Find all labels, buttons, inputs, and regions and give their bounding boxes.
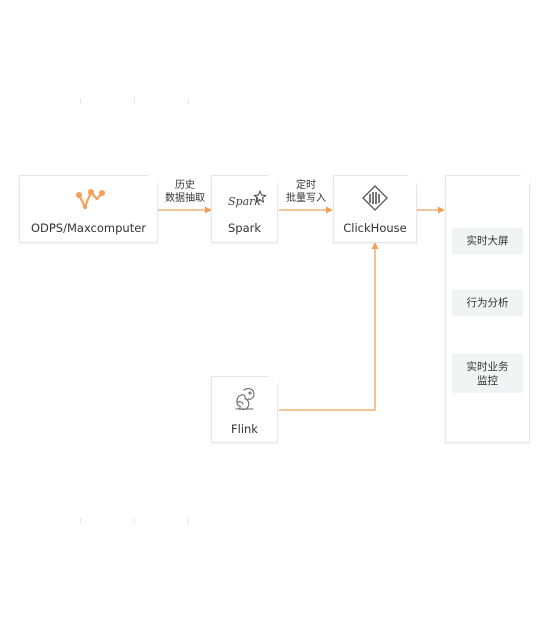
- arrowhead: [438, 206, 445, 214]
- odps-label: ODPS/Maxcomputer: [30, 221, 147, 235]
- spark-node: Spark Spark: [211, 175, 278, 243]
- app-realtime-dashboard: 实时大屏: [452, 228, 523, 254]
- arrowhead: [205, 206, 212, 214]
- app-label-line2: 监控: [477, 374, 498, 387]
- flink-squirrel-icon: [235, 388, 255, 411]
- clickhouse-node: ClickHouse: [333, 175, 417, 243]
- spark-label: Spark: [227, 221, 262, 235]
- divider-tick: [134, 518, 135, 524]
- arrowhead: [371, 242, 379, 249]
- app-behavior-analysis: 行为分析: [452, 290, 523, 316]
- arrowhead: [326, 206, 333, 214]
- app-business-monitoring: 实时业务 监控: [452, 354, 523, 393]
- clickhouse-label: ClickHouse: [343, 221, 407, 235]
- divider-tick: [188, 98, 189, 104]
- spark-logo-text: Spark: [228, 195, 261, 208]
- odps-icon: [76, 189, 105, 210]
- edge-label-line: 批量写入: [286, 193, 326, 204]
- flink-node: Flink: [211, 376, 278, 443]
- edge-label-line: 定时: [296, 180, 316, 191]
- divider-tick: [80, 98, 81, 104]
- edge-label-history: 历史 数据抽取: [160, 179, 210, 205]
- edge-label-line: 历史: [175, 180, 195, 191]
- app-label: 实时大屏: [466, 235, 509, 247]
- spark-logo-icon: Spark: [228, 189, 267, 208]
- edge-flink-clickhouse: [279, 248, 376, 411]
- odps-node: ODPS/Maxcomputer: [19, 175, 158, 243]
- edge-label-line: 数据抽取: [165, 193, 205, 204]
- app-label: 实时业务: [466, 360, 509, 373]
- edge-label-batch-write: 定时 批量写入: [280, 179, 332, 205]
- app-label: 行为分析: [466, 297, 509, 309]
- divider-tick: [188, 518, 189, 524]
- clickhouse-icon: [362, 185, 388, 211]
- flink-label: Flink: [231, 422, 258, 436]
- divider-tick: [134, 98, 135, 104]
- divider-tick: [80, 518, 81, 524]
